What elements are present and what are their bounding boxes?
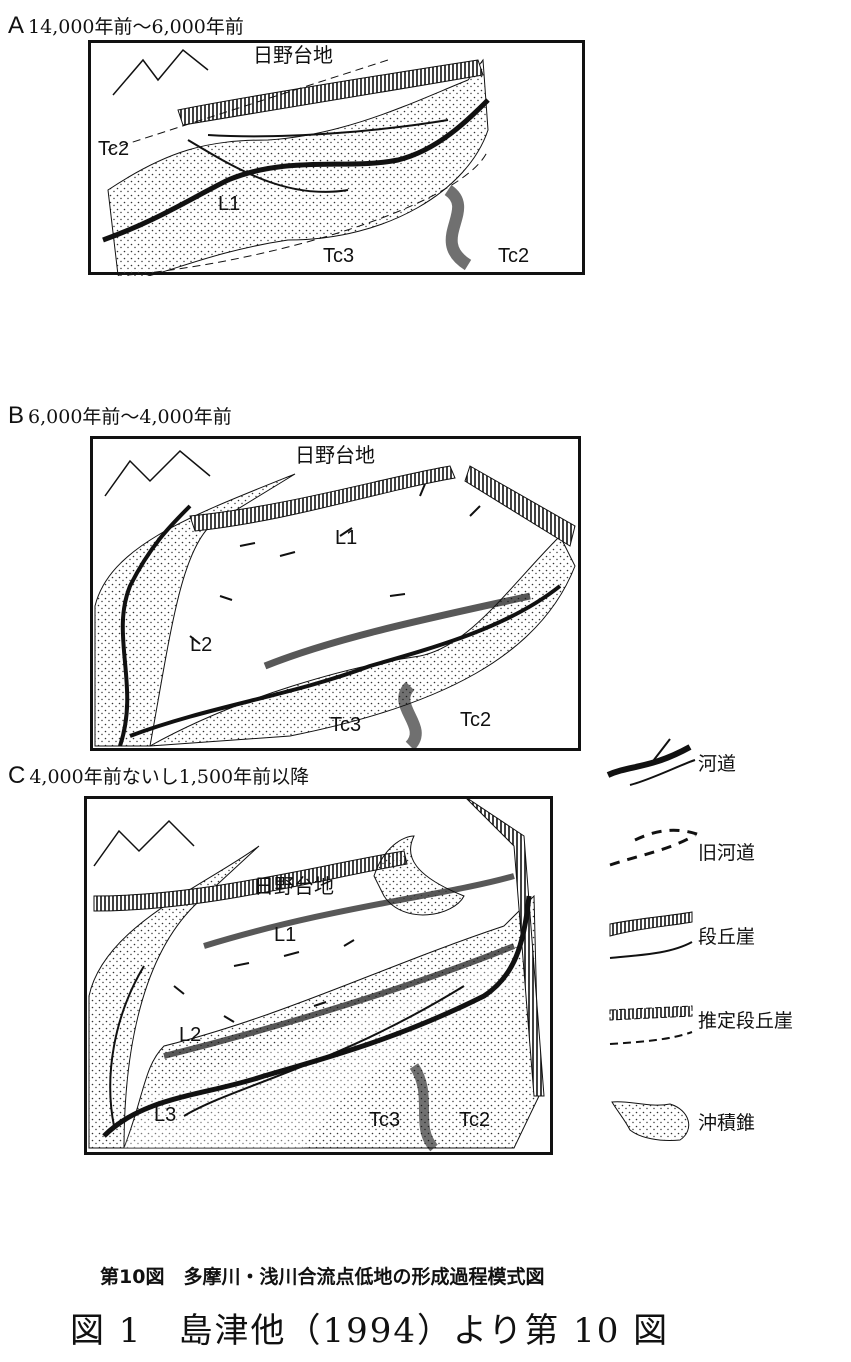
river-channel — [102, 98, 490, 243]
legend-item-terrace-scarp: 段丘崖 — [600, 910, 850, 970]
label-hino-plateau: 日野台地 — [253, 44, 333, 67]
legend-item-estimated-terrace-scarp: 推定段丘崖 — [600, 1000, 850, 1060]
label-l1: L1 — [274, 924, 296, 946]
label-l1: L1 — [335, 527, 357, 549]
label-tc2: Tc2 — [98, 138, 129, 160]
label-tc2: Tc2 — [459, 1109, 490, 1131]
terrace-scarp — [177, 59, 484, 126]
label-l2: L2 — [179, 1024, 201, 1046]
label-tc3: Tc3 — [330, 714, 361, 736]
label-tc3: Tc3 — [369, 1109, 400, 1131]
old-river-channel-icon — [609, 828, 701, 867]
estimated-terrace-scarp-icon — [609, 1005, 693, 1045]
legend-item-alluvial-cone: 沖積錐 — [600, 1090, 850, 1150]
label-l1: L1 — [218, 193, 240, 215]
terrace-scarp-icon — [609, 911, 693, 959]
label-l2: L2 — [190, 634, 212, 656]
figure-caption-original: 第10図 多摩川・浅川合流点低地の形成過程模式図 — [100, 1266, 545, 1288]
mountain-sketch — [112, 48, 209, 96]
panel-b-diagram: 日野台地 L1 L2 Tc3 Tc2 — [90, 436, 581, 751]
label-l3: L3 — [154, 1104, 176, 1126]
figure-caption: 図 1 島津他（1994）より第 10 図 — [70, 1311, 670, 1351]
label-tc2: Tc2 — [460, 709, 491, 731]
legend-item-old-river-channel: 旧河道 — [600, 820, 850, 880]
alluvial-cone-icon — [611, 1101, 690, 1141]
panel-c-diagram: 日野台地 L1 L2 L3 Tc3 Tc2 — [84, 796, 553, 1155]
legend-item-river-channel: 河道 — [600, 735, 850, 795]
label-hino-plateau: 日野台地 — [254, 875, 334, 898]
label-tc2: Tc2 — [498, 245, 529, 267]
label-tc3: Tc3 — [323, 245, 354, 267]
label-hino-plateau: 日野台地 — [295, 444, 375, 467]
river-channel-icon — [606, 738, 696, 786]
panel-a-diagram: 日野台地 Tc2 L1 Tc3 Tc2 — [88, 40, 585, 276]
